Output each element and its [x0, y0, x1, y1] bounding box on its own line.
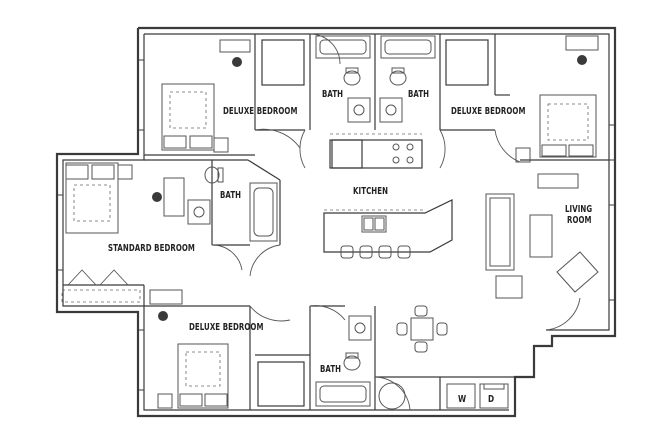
room-label-living-line1: LIVING: [565, 204, 593, 215]
dashed-guides: [61, 91, 589, 387]
room-label-living-line2: ROOM: [567, 215, 592, 226]
room-label-bath-bottom: BATH: [320, 364, 342, 375]
room-label-deluxe-bedroom-top-right: DELUXE BEDROOM: [451, 106, 526, 117]
door-swings: [67, 33, 581, 411]
desk-chairs: [152, 55, 587, 321]
room-label-kitchen: KITCHEN: [353, 186, 389, 197]
room-label-deluxe-bedroom-bottom: DELUXE BEDROOM: [189, 322, 264, 333]
room-label-standard-bedroom: STANDARD BEDROOM: [108, 243, 195, 254]
exterior-walls: [55, 26, 617, 418]
windows: [57, 59, 615, 391]
furniture: [65, 35, 599, 409]
room-label-bath-top-right: BATH: [408, 89, 430, 100]
bath-fixtures: [187, 35, 509, 410]
washer-label: W: [458, 394, 467, 405]
dryer-label: D: [488, 394, 495, 405]
room-label-bath-top-left: BATH: [322, 89, 344, 100]
interior-walls: [62, 33, 610, 411]
room-label-bath-left: BATH: [220, 190, 242, 201]
room-label-deluxe-bedroom-top-left: DELUXE BEDROOM: [223, 106, 298, 117]
